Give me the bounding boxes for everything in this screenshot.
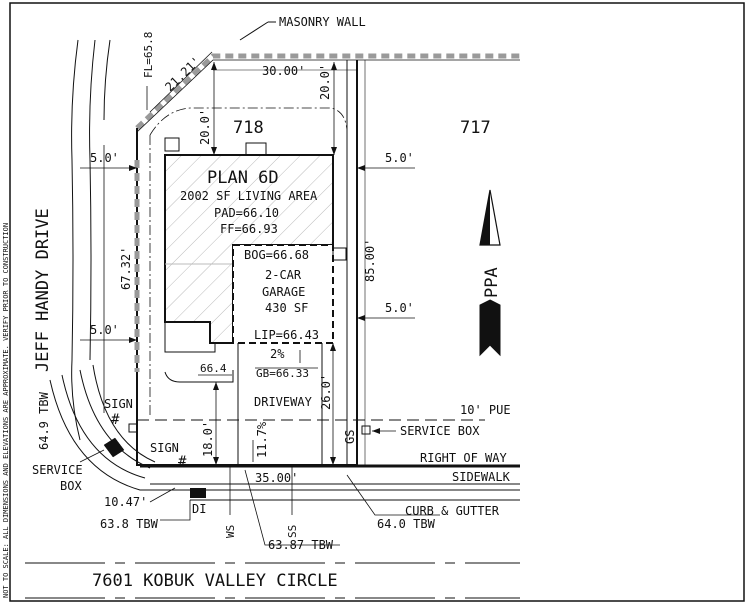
tbw-640: 64.0 TBW [377, 517, 436, 531]
pue-label: 10' PUE [460, 403, 511, 417]
garage-line1: 2-CAR [265, 268, 302, 282]
di-label: DI [192, 502, 206, 516]
dim-8500: 85.00' [363, 239, 377, 282]
masonry-wall-label: MASONRY WALL [279, 15, 366, 29]
road-curves [49, 39, 520, 491]
garage-area: 430 SF [265, 301, 308, 315]
street-name-left: JEFF HANDY DRIVE [33, 208, 53, 372]
garage [232, 244, 334, 344]
sidewalk: SIDEWALK [452, 470, 511, 484]
curb-gutter: CURB & GUTTER [405, 504, 500, 518]
gs-label: GS [343, 430, 357, 444]
slope-drive: 2% [270, 347, 285, 361]
plan-title: PLAN 6D [207, 168, 279, 188]
driveway-edge [164, 370, 234, 383]
sign-top-marker: # [111, 412, 120, 428]
gb-elev: GB=66.33 [256, 367, 309, 380]
dim-3500: 35.00' [255, 471, 298, 485]
living-area: 2002 SF LIVING AREA [180, 189, 318, 203]
setback-right-top: 5.0' [385, 151, 414, 165]
setback-left-bottom: 5.0' [90, 323, 119, 337]
drawing-frame [9, 2, 745, 602]
lip-elev: LIP=66.43 [254, 328, 319, 342]
dim-3000: 30.00' [262, 64, 305, 78]
sign-top: SIGN [104, 397, 133, 411]
elev-664: 66.4 [200, 362, 227, 375]
service-box-left-icon [103, 437, 125, 458]
dim-1047: 10.47' [104, 495, 147, 509]
meter-box-1 [164, 137, 180, 152]
masonry-wall [135, 53, 520, 133]
tbw-6387: 63.87 TBW [268, 538, 334, 552]
north-label: PPA [482, 267, 502, 298]
sign-bottom: SIGN [150, 441, 179, 455]
fl-label: FL=65.8 [142, 32, 155, 78]
address: 7601 KOBUK VALLEY CIRCLE [92, 571, 338, 591]
ss-label: SS [286, 525, 299, 538]
north-arrow-icon [479, 189, 501, 357]
driveway-label: DRIVEWAY [254, 395, 313, 409]
setback-right-bottom: 5.0' [385, 301, 414, 315]
setback-left-top: 5.0' [90, 151, 119, 165]
bog-elev: BOG=66.68 [244, 248, 309, 262]
garage-line2: GARAGE [262, 285, 305, 299]
lot-718: 718 [233, 118, 264, 138]
meter-box-2 [245, 142, 267, 156]
dim-20-left: 20.0' [198, 109, 212, 145]
service-box-right: SERVICE BOX [400, 424, 480, 438]
ff-elev: FF=66.93 [220, 222, 278, 236]
dim-20-right: 20.0' [318, 64, 332, 100]
ws-label: WS [224, 525, 237, 538]
pad-elev: PAD=66.10 [214, 206, 279, 220]
service-box-right-icon [361, 425, 371, 435]
dim-6732: 67.32' [119, 247, 133, 290]
right-of-way: RIGHT OF WAY [420, 451, 507, 465]
tbw-638: 63.8 TBW [100, 517, 159, 531]
tbw-649: 64.9 TBW [37, 391, 51, 450]
sign-bottom-marker: # [178, 454, 187, 470]
dim-2121-line [149, 51, 213, 113]
drain-inlet-icon [190, 488, 206, 498]
service-box-left-1: SERVICE [32, 463, 83, 477]
masonry-wall-leader [239, 21, 269, 41]
dim-260: 26.0' [319, 374, 333, 410]
dim-180: 18.0' [201, 421, 215, 457]
slope-117: 11.7% [255, 421, 269, 458]
border-note: NOT TO SCALE: ALL DIMENSIONS AND ELEVATI… [2, 223, 10, 598]
service-box-left-2: BOX [60, 479, 82, 493]
lot-717: 717 [460, 118, 491, 138]
